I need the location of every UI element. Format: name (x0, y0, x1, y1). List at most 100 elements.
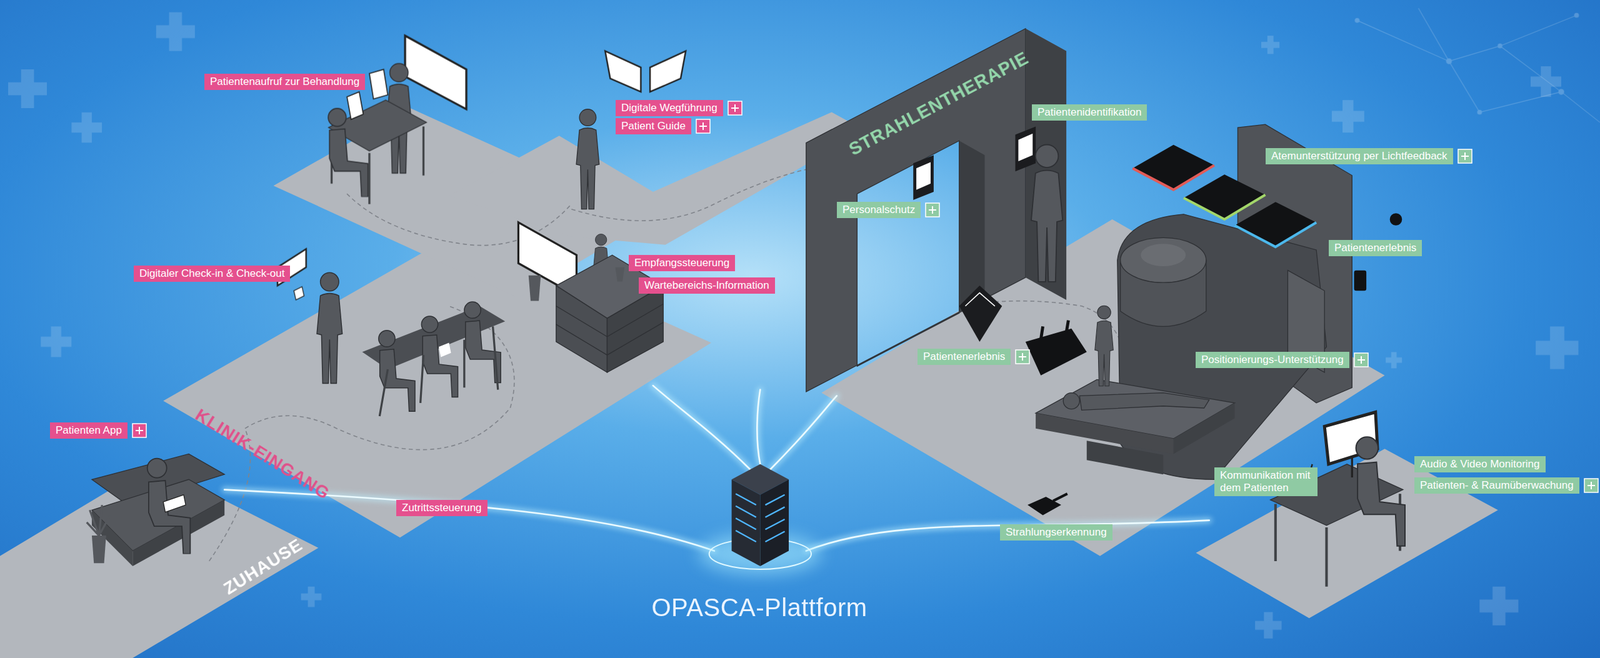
home-area-part (91, 510, 133, 567)
radiotherapy-gate-part (1015, 126, 1036, 172)
platform-connection-part-part (653, 385, 750, 470)
tag-text: Patient Guide (621, 120, 686, 133)
tag-text: Patientenerlebnis (1334, 241, 1417, 255)
plus-sign (1461, 152, 1469, 160)
linac-part (1140, 243, 1186, 267)
background-crosses-part (1261, 35, 1280, 54)
feature-tag: Personalschutz (836, 201, 921, 219)
feature-tag: Empfangssteuerung (628, 255, 735, 272)
home-area-part (132, 500, 225, 567)
network-constellation-part (1356, 8, 1600, 123)
tag-text: Patientenaufruf zur Behandlung (210, 75, 360, 89)
reception-desk-part (528, 275, 542, 302)
server-rack-part (731, 479, 761, 567)
network-constellation-part (1574, 13, 1579, 18)
consultation-room-part (369, 69, 388, 99)
plus-icon (1015, 349, 1030, 365)
consultation-room (328, 35, 467, 204)
plus-sign (1587, 481, 1595, 490)
plus-sign (928, 206, 937, 214)
home-area-part (91, 535, 107, 564)
radiotherapy-gate-part (1018, 133, 1033, 162)
waiting-area-part (464, 301, 501, 384)
server-rack-part-part (765, 506, 785, 517)
tag-text: Patienten App (55, 424, 122, 437)
platform-connection-part-part (756, 390, 760, 465)
feature-tag: Atemunterstützung per Lichtfeedback (1265, 148, 1454, 165)
feature-tag: Patienten App (50, 422, 128, 439)
linac-part (1053, 493, 1068, 501)
plus-box (696, 119, 710, 134)
wayfinding (576, 51, 686, 210)
plus-sign (135, 426, 144, 435)
platform-connection-part-part (756, 390, 760, 465)
feature-tag: Strahlungserkennung (1000, 524, 1113, 541)
wayfinding-part (576, 109, 600, 210)
feature-tag: Positionierungs-Unterstützung (1195, 351, 1350, 369)
reception-desk-part (556, 304, 664, 356)
linac-part (1354, 270, 1367, 292)
plus-sign (1357, 356, 1365, 364)
platform-connection-part-part (806, 520, 1210, 552)
background-crosses-part (8, 69, 47, 109)
linac-part (1063, 393, 1080, 410)
wayfinding-part (605, 51, 641, 92)
server-rack-part (760, 479, 789, 567)
home-area-part (86, 505, 111, 536)
home-area-part (147, 458, 191, 555)
network-constellation-part (1558, 89, 1564, 95)
tag-text: Patientenerlebnis (923, 350, 1005, 364)
tag-text: Empfangssteuerung (634, 256, 730, 270)
waiting-area-part (378, 330, 415, 412)
floor-part (448, 112, 865, 245)
linac-part (965, 293, 995, 307)
home-area-part (163, 495, 186, 513)
linac-part (1183, 174, 1266, 220)
tag-text: Audio & Video Monitoring (1420, 458, 1540, 471)
network-constellation-part (1446, 58, 1452, 64)
feature-tag: Patientenidentifikation (1031, 104, 1147, 121)
linac-part (1079, 393, 1209, 411)
server-rack (698, 464, 822, 575)
plus-icon (1457, 148, 1473, 164)
consultation-room-part (346, 91, 364, 120)
platform-connection-part-part (770, 395, 837, 470)
plus-icon (1353, 352, 1369, 368)
tag-text: Strahlungserkennung (1005, 526, 1107, 539)
background-crosses-part (301, 586, 322, 608)
waiting-area-part (379, 326, 498, 417)
feature-tag: Patientenerlebnis (1328, 240, 1422, 257)
background-crosses-part (1530, 66, 1562, 97)
linac-part (1235, 222, 1317, 247)
waiting-area-part (438, 343, 452, 358)
server-rack-part-part (735, 518, 757, 530)
reception-desk-part (615, 267, 625, 282)
tag-text: Positionierungs-Unterstützung (1201, 353, 1344, 367)
plus-sign (699, 122, 707, 130)
feature-tag: Audio & Video Monitoring (1414, 456, 1546, 473)
linac (959, 124, 1403, 515)
floor (0, 108, 1499, 658)
area-label: OPASCA-Plattform (651, 593, 867, 622)
background-crosses-part (1331, 100, 1365, 133)
tag-text: Patientenidentifikation (1037, 106, 1142, 119)
check-in-kiosk-part (316, 272, 343, 384)
server-rack-part-part (735, 493, 757, 505)
tag-text: Patienten- & Raumüberwachung (1420, 479, 1574, 492)
linac-part (1390, 213, 1403, 226)
tag-text: Atemunterstützung per Lichtfeedback (1271, 150, 1448, 163)
plus-icon (131, 423, 147, 439)
plus-icon (1583, 478, 1599, 494)
linac-part (1040, 320, 1069, 340)
plus-icon (695, 118, 711, 134)
plus-box (1458, 149, 1472, 164)
wayfinding-part (650, 51, 686, 92)
waiting-area-part (421, 316, 458, 398)
feature-tag: Patientenaufruf zur Behandlung (204, 73, 365, 90)
floor-part (1195, 448, 1498, 619)
feature-tag: Patient Guide (615, 118, 692, 135)
background-crosses-part (40, 326, 72, 357)
background-crosses-part (1535, 326, 1579, 370)
platform-connection-part-part (806, 520, 1210, 552)
